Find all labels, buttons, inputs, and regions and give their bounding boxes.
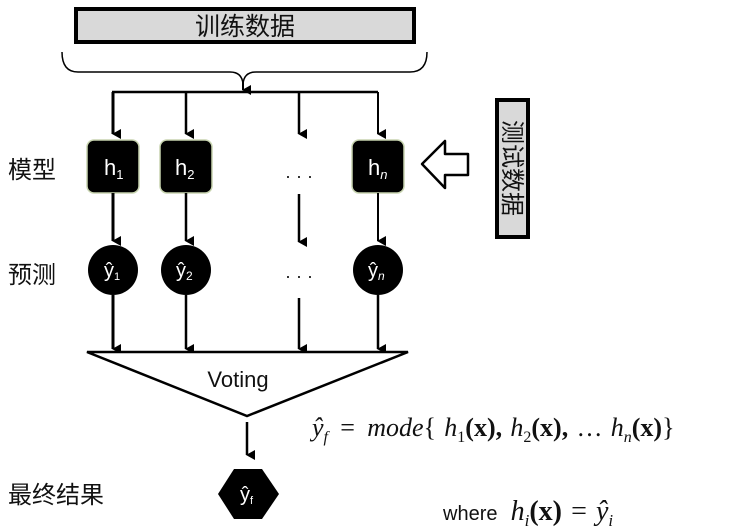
- voting-label: Voting: [207, 367, 268, 392]
- row-label-predictions: 预测: [8, 261, 56, 289]
- svg-text:ŷ1: ŷ1: [104, 260, 120, 283]
- where-clause: where hi(x) = ŷi: [442, 496, 613, 530]
- final-output-node: ŷf: [218, 469, 279, 519]
- training-data-label: 训练数据: [195, 12, 295, 41]
- arrows-to-voting: [111, 295, 386, 354]
- curly-brace: [61, 51, 428, 85]
- svg-text:h1: h1: [104, 155, 123, 182]
- prediction-node-2: ŷ2: [161, 245, 211, 295]
- arrows-to-models: [111, 92, 386, 139]
- row-label-final: 最终结果: [8, 481, 104, 509]
- model-node-2: h2: [159, 139, 213, 194]
- model-ellipsis: · · ·: [285, 166, 313, 186]
- svg-text:ŷf: ŷf: [240, 484, 254, 507]
- arrows-to-predictions: [111, 193, 386, 247]
- svg-text:h2: h2: [175, 155, 194, 182]
- svg-text:ŷ2: ŷ2: [176, 260, 193, 283]
- prediction-node-n: ŷn: [353, 245, 403, 295]
- mode-formula: ŷf = mode{ h1(x), h2(x), … hn(x)}: [309, 413, 675, 449]
- test-data-arrow-icon: [420, 139, 470, 190]
- model-node-1: h1: [86, 139, 140, 194]
- svg-text:hn: hn: [368, 155, 387, 182]
- voting-funnel: Voting: [86, 350, 409, 418]
- prediction-ellipsis: · · ·: [285, 266, 313, 286]
- test-data-box: 测试数据: [495, 98, 530, 239]
- row-label-models: 模型: [8, 156, 56, 184]
- prediction-node-1: ŷ1: [88, 245, 138, 295]
- svg-text:ŷn: ŷn: [368, 260, 385, 283]
- training-data-box: 训练数据: [74, 7, 416, 44]
- model-node-n: hn: [351, 139, 405, 194]
- test-data-label: 测试数据: [498, 120, 526, 216]
